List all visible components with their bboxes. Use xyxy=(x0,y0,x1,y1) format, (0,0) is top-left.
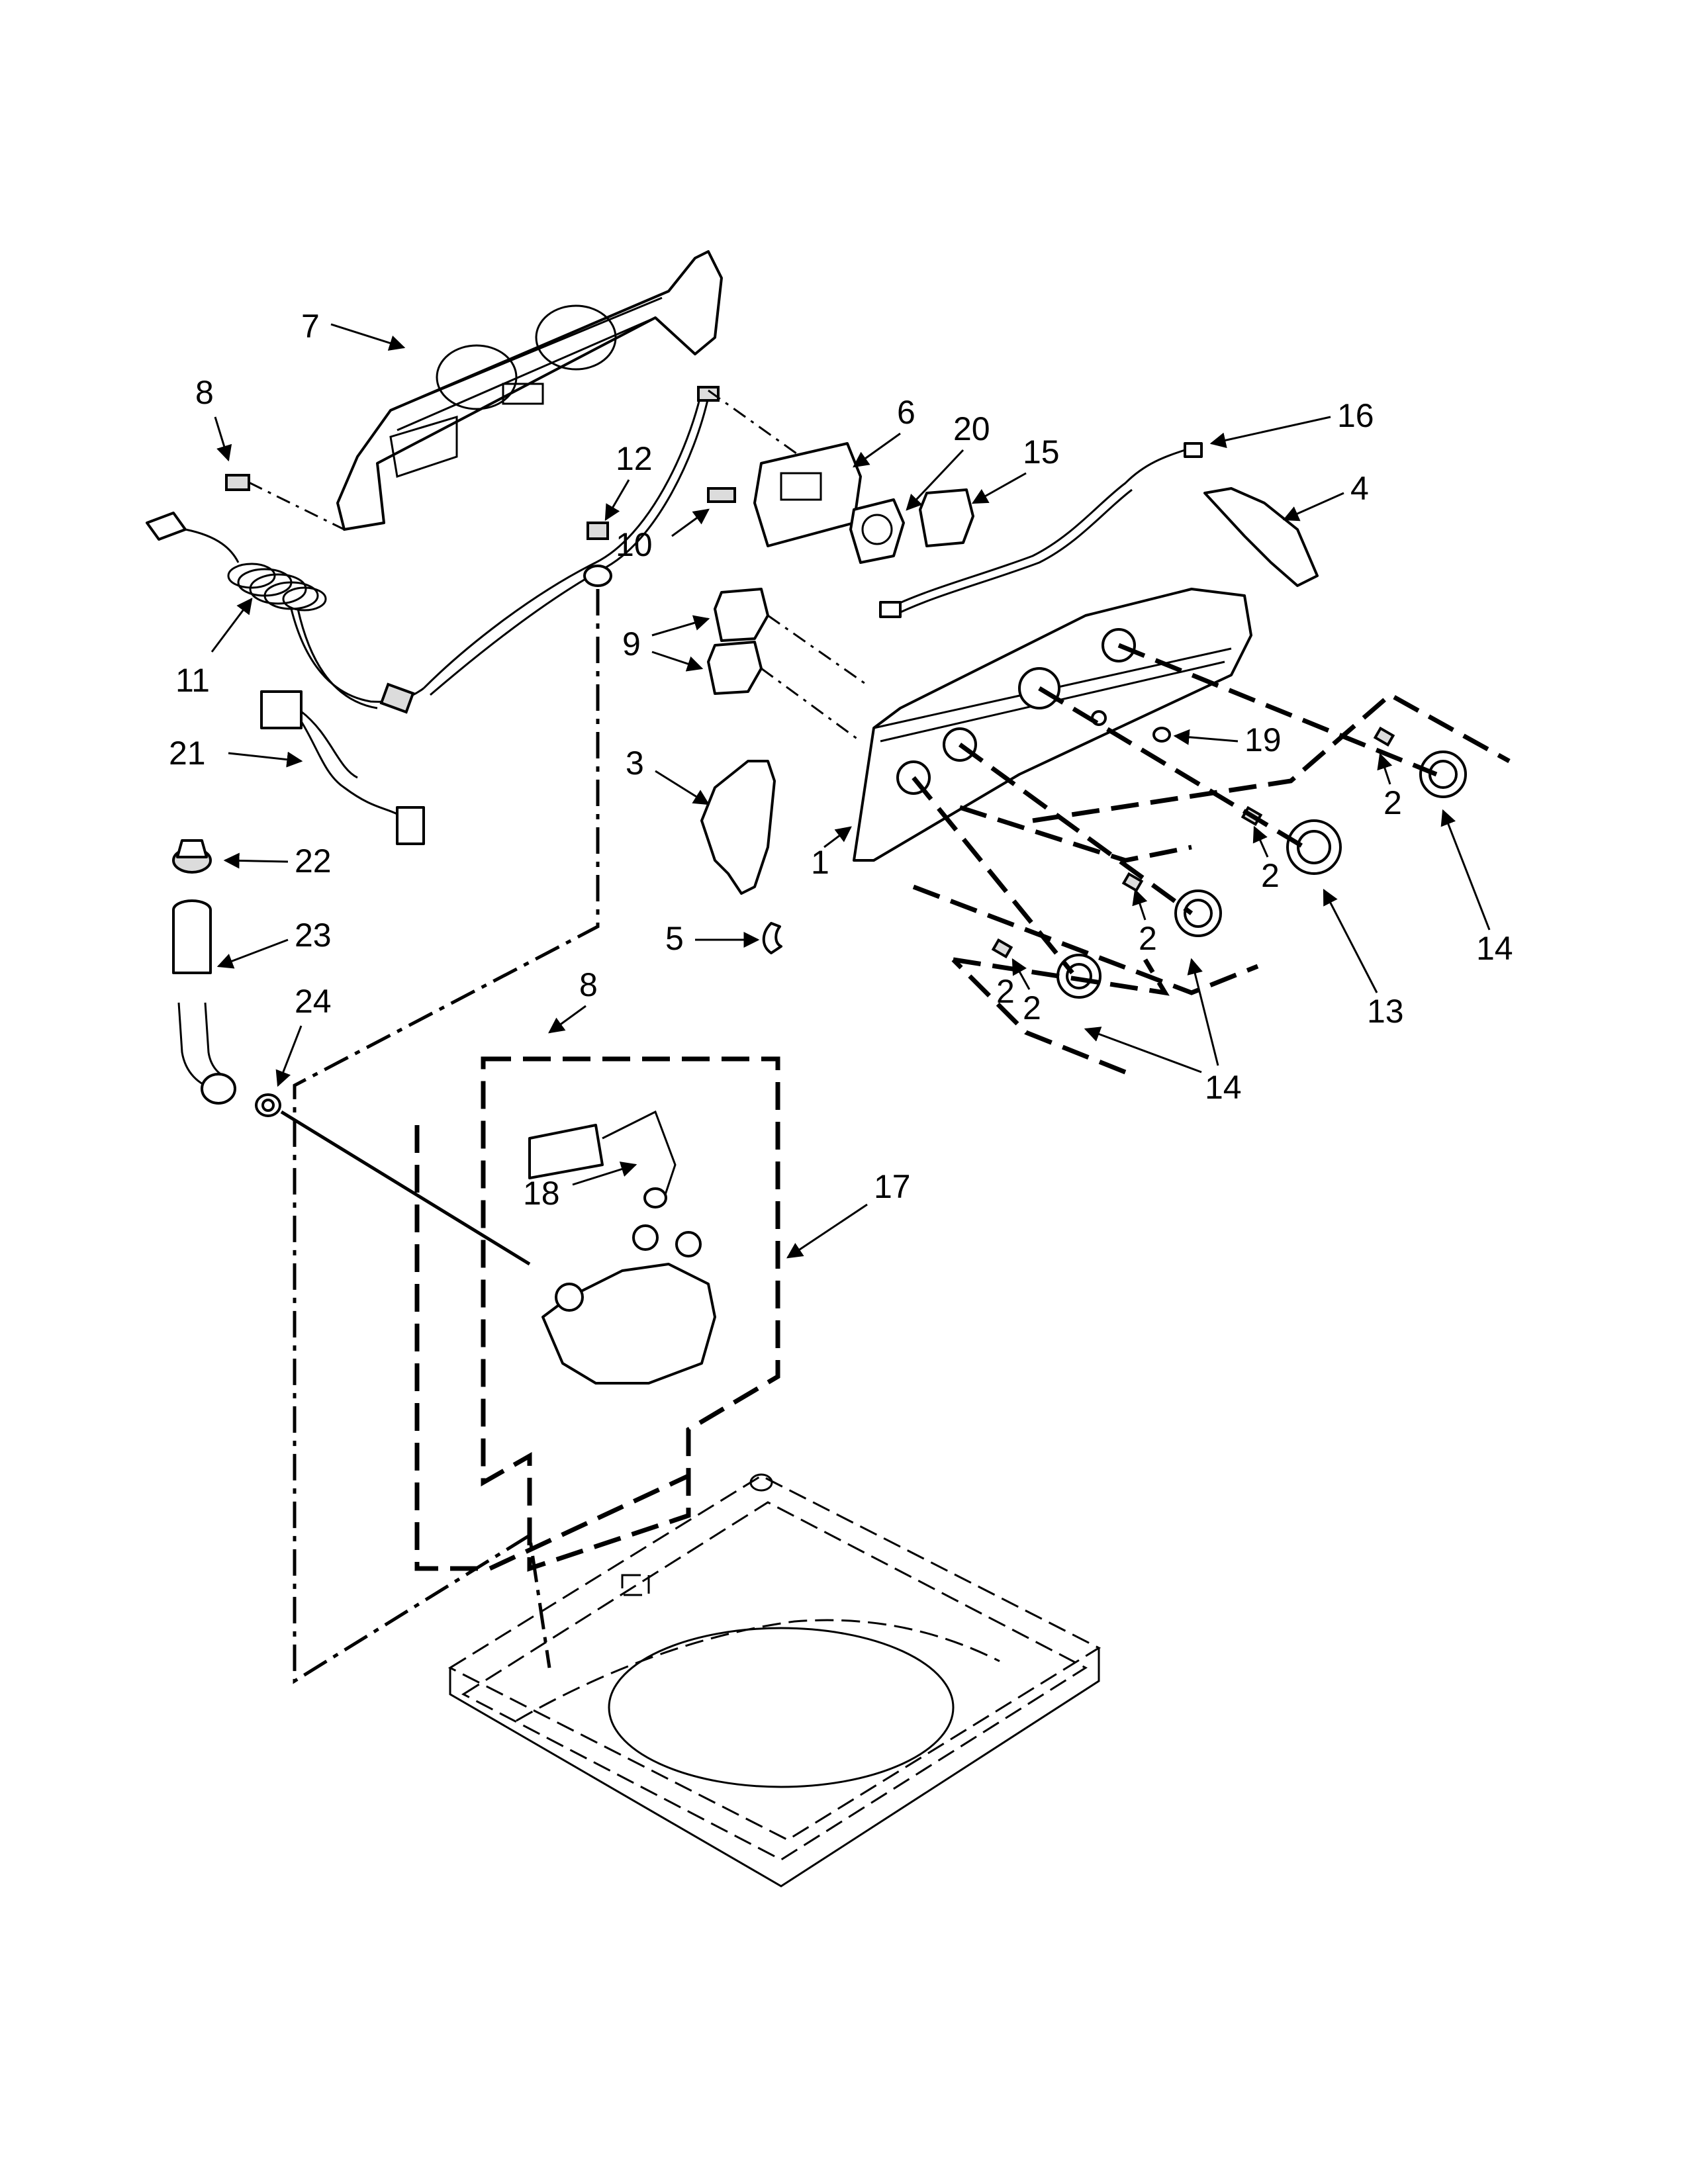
callout-6: 6 xyxy=(897,394,915,431)
callout-17: 17 xyxy=(874,1168,911,1205)
callout-10: 10 xyxy=(616,526,653,563)
switch xyxy=(707,588,769,695)
wire-harness xyxy=(260,690,425,845)
callout-1: 1 xyxy=(811,844,829,881)
callout-21: 21 xyxy=(169,735,206,772)
callout-8: 8 xyxy=(579,966,598,1003)
console xyxy=(853,588,1252,862)
callout-2: 2 xyxy=(1261,857,1280,894)
hose-assembly xyxy=(172,839,281,1117)
callout-7: 7 xyxy=(301,308,320,345)
callout-12: 12 xyxy=(616,440,653,477)
callout-11: 11 xyxy=(175,662,210,699)
callout-4: 4 xyxy=(1350,470,1369,507)
knob-bracket xyxy=(849,498,905,564)
washer-nut xyxy=(1152,727,1171,743)
side-panel xyxy=(700,760,776,895)
knob xyxy=(1241,805,1342,875)
knob xyxy=(1373,726,1467,798)
screw-icon xyxy=(225,474,345,531)
callout-13: 13 xyxy=(1367,993,1404,1030)
callout-15: 15 xyxy=(1023,433,1060,471)
wiring-harness xyxy=(879,442,1203,618)
valve-harness xyxy=(528,1110,677,1208)
callout-9: 9 xyxy=(622,625,641,662)
callout-23: 23 xyxy=(295,917,332,954)
callout-5: 5 xyxy=(665,920,684,957)
callout-labels: 7 8 12 10 11 21 22 23 24 6 20 15 16 4 9 … xyxy=(169,308,1513,1259)
ground-screw-icon xyxy=(583,522,612,587)
control-board xyxy=(753,442,862,547)
callout-16: 16 xyxy=(1337,397,1374,434)
end-cap xyxy=(1203,487,1319,587)
callout-3: 3 xyxy=(626,745,644,782)
screw-icon xyxy=(707,487,736,503)
callout-8: 8 xyxy=(195,374,214,411)
water-valve xyxy=(541,1224,716,1385)
callout-2: 2 xyxy=(996,973,1015,1010)
callout-14: 14 xyxy=(1205,1069,1242,1106)
callout-2: 2 xyxy=(1023,989,1041,1026)
clip xyxy=(762,922,782,954)
knob xyxy=(1121,872,1222,937)
callout-2: 2 xyxy=(1383,784,1402,821)
callout-19: 19 xyxy=(1244,721,1282,758)
callout-18: 18 xyxy=(523,1175,560,1212)
callout-14: 14 xyxy=(1476,930,1513,967)
callout-2: 2 xyxy=(1139,920,1157,957)
callout-22: 22 xyxy=(295,842,332,880)
console-rear-panel xyxy=(336,250,723,531)
switch xyxy=(919,488,974,547)
callout-20: 20 xyxy=(953,410,990,447)
callout-24: 24 xyxy=(295,983,332,1020)
power-cord xyxy=(146,386,720,714)
washer-top xyxy=(447,1473,1102,1888)
